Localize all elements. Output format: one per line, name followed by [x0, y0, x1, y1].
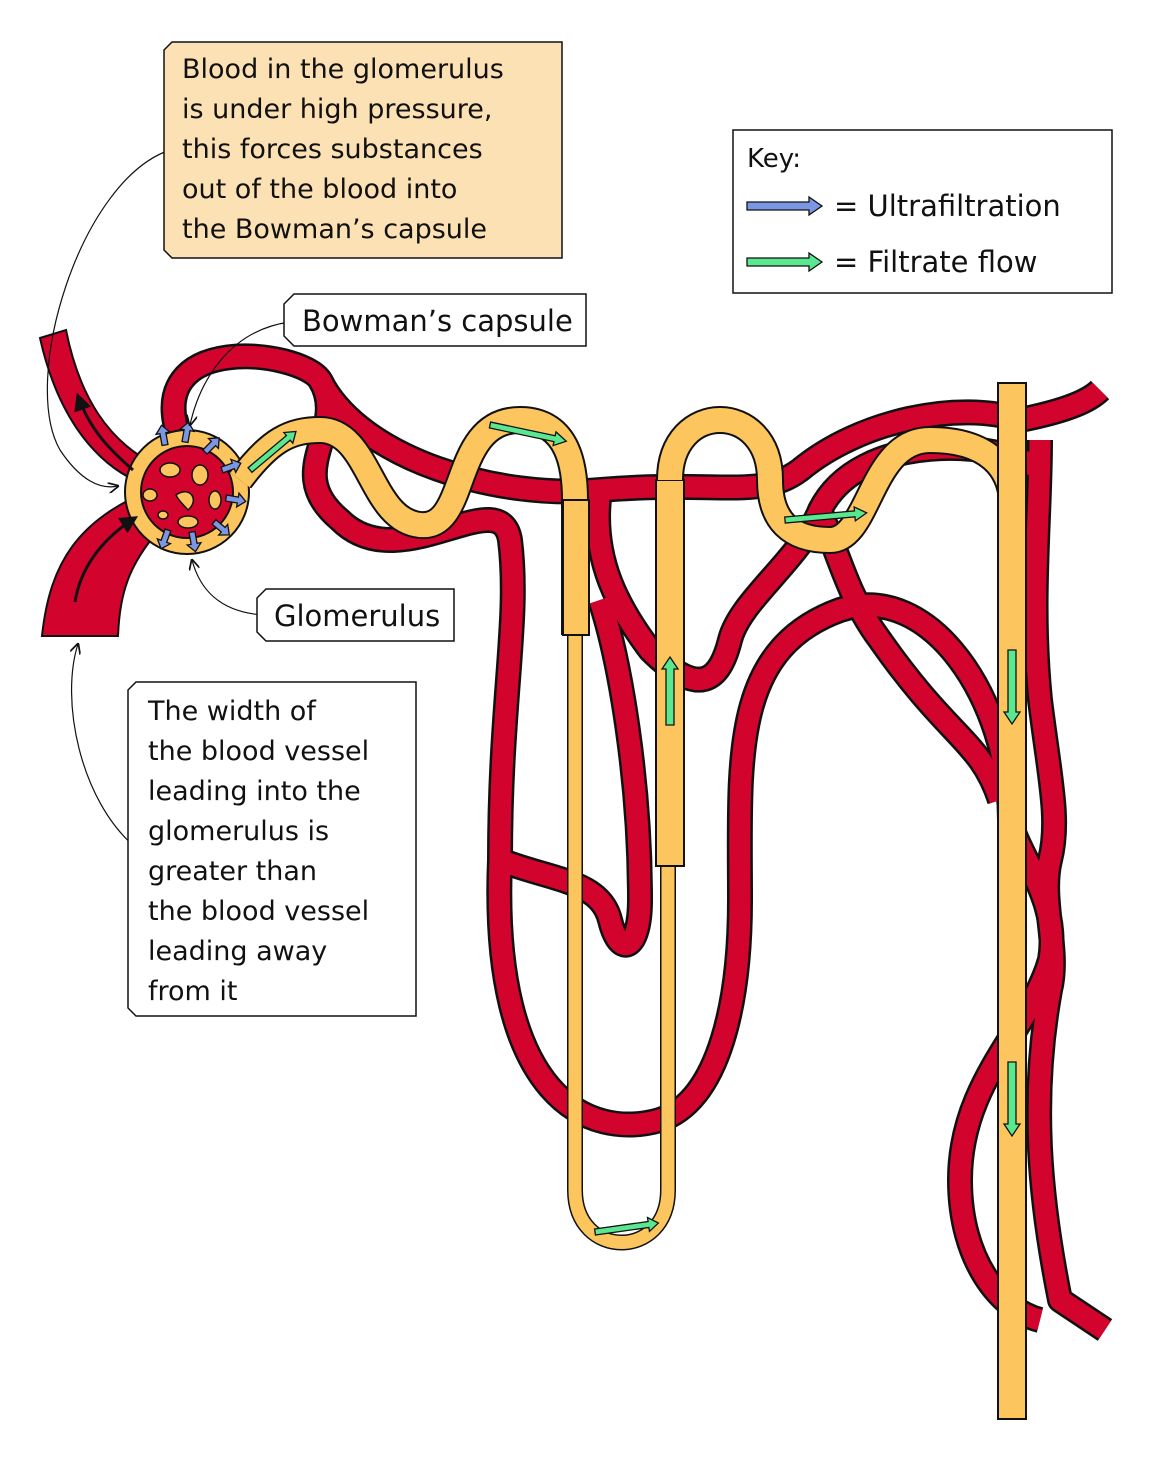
pressure-line-1: Blood in the glomerulus [182, 54, 504, 85]
bowmans-capsule-text: Bowman’s capsule [302, 304, 573, 338]
key-box: Key: = Ultrafiltration = Filtrate flow [732, 129, 1113, 294]
pressure-line-2: is under high pressure, [182, 94, 492, 125]
width-line-2: the blood vessel [148, 736, 369, 767]
filtrate-arrows [247, 421, 1022, 1236]
glomerulus-label: Glomerulus [256, 588, 455, 642]
pressure-line-4: out of the blood into [182, 174, 457, 205]
ultrafiltration-arrow-icon [211, 518, 231, 536]
ultrafiltration-arrow-icon [201, 437, 220, 456]
pressure-annotation: Blood in the glomerulus is under high pr… [163, 41, 563, 259]
width-line-4: glomerulus is [148, 816, 329, 847]
width-line-1: The width of [147, 696, 317, 727]
pressure-line-3: this forces substances [182, 134, 483, 165]
filtrate-arrow-icon [1002, 1061, 1022, 1138]
key-title: Key: [747, 144, 801, 174]
width-annotation: The width of the blood vessel leading in… [127, 681, 417, 1017]
ultrafiltration-arrow-icon [185, 530, 203, 553]
bowmans-capsule-label: Bowman’s capsule [283, 293, 587, 347]
glomerulus [140, 445, 234, 539]
filtrate-arrow-icon [1002, 649, 1022, 726]
filtrate-arrow-icon [247, 430, 297, 474]
pressure-line-5: the Bowman’s capsule [182, 214, 487, 245]
ultrafiltration-arrows [154, 421, 247, 553]
filtrate-arrow-icon [488, 421, 568, 447]
filtrate-arrow-icon [660, 655, 680, 726]
width-line-8: from it [148, 976, 238, 1007]
collecting-duct [997, 382, 1027, 1420]
glomerulus-text: Glomerulus [274, 599, 440, 633]
ultrafiltration-arrow-icon [156, 528, 173, 550]
filtrate-key-arrow-icon [746, 251, 824, 273]
ultrafiltration-arrow-icon [220, 458, 242, 475]
filtrate-arrow-icon [593, 1216, 660, 1236]
ultrafiltration-arrow-icon [154, 424, 172, 447]
blood-flow-arrows [73, 392, 139, 603]
ultrafiltration-arrow-icon [224, 491, 247, 509]
width-line-3: leading into the [148, 776, 361, 807]
key-ultrafiltration-label: = Ultrafiltration [834, 189, 1061, 223]
ultrafiltration-key-arrow-icon [746, 195, 824, 217]
width-line-6: the blood vessel [148, 896, 369, 927]
filtrate-arrow-icon [784, 505, 868, 524]
width-line-5: greater than [148, 856, 317, 887]
width-line-7: leading away [148, 936, 327, 967]
key-filtrate-label: = Filtrate flow [834, 245, 1037, 279]
